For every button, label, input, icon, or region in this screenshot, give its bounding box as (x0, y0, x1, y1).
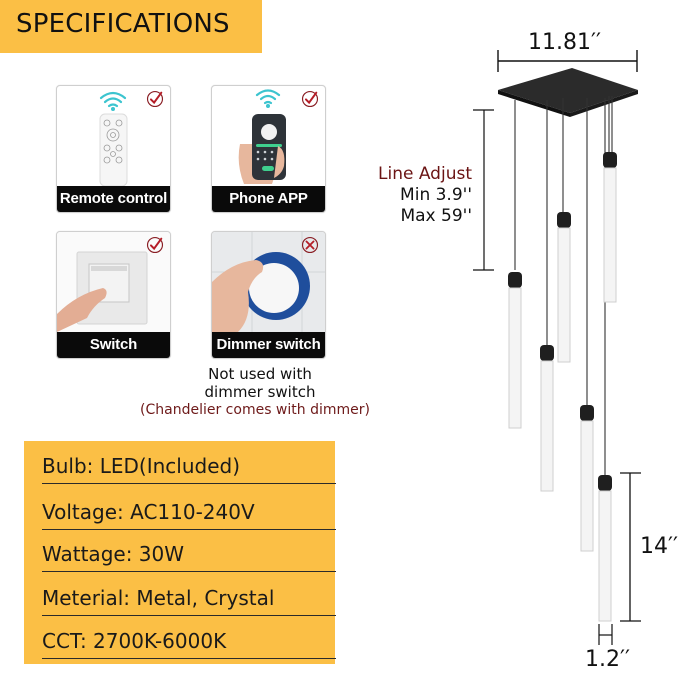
control-option-label: Remote control (57, 186, 170, 212)
check-circle-icon (146, 236, 164, 254)
spec-list: Bulb: LED(Included) Voltage: AC110-240V … (24, 441, 336, 664)
pendant-1 (508, 272, 522, 429)
tube-diameter-dimension-line (598, 624, 613, 645)
remote-control-image (57, 86, 170, 186)
pendant-tubes (508, 152, 617, 622)
line-adjust-min: Min 3.9'' (400, 185, 472, 205)
note-line-1: Not used with (208, 365, 312, 383)
wifi-icon (99, 91, 127, 108)
note-line-2: dimmer switch (204, 383, 316, 401)
line-adjust-title: Line Adjust (378, 164, 472, 184)
line-adjust-dimension-line (473, 109, 494, 271)
pendant-6 (598, 475, 612, 622)
dimmer-note: Not used with dimmer switch (Chandelier … (140, 365, 370, 419)
control-option-dimmer-switch: Dimmer switch (211, 231, 326, 359)
spec-wattage: Wattage: 30W (42, 541, 336, 572)
wall-switch-image (57, 232, 170, 332)
spec-cct: CCT: 2700K-6000K (42, 628, 336, 659)
control-option-phone-app: Phone APP (211, 85, 326, 213)
line-adjust-max: Max 59'' (400, 206, 472, 226)
pendant-4 (540, 345, 554, 492)
spec-bulb: Bulb: LED(Included) (42, 453, 336, 484)
check-circle-icon (301, 90, 319, 108)
tube-diameter-label: 1.2′′ (585, 647, 630, 672)
control-option-label: Dimmer switch (212, 332, 325, 358)
tube-length-label: 14′′ (640, 534, 678, 559)
dimmer-switch-image (212, 232, 325, 332)
x-circle-icon (301, 236, 319, 254)
tube-length-dimension-line (620, 472, 641, 622)
canopy-width-label: 11.81′′ (528, 30, 601, 55)
canopy-width-dimension-line (497, 50, 638, 72)
control-option-label: Phone APP (212, 186, 325, 212)
control-option-remote: Remote control (56, 85, 171, 213)
spec-material: Meterial: Metal, Crystal (42, 585, 336, 616)
line-adjust-label: Line Adjust Min 3.9'' Max 59'' (350, 164, 472, 227)
phone-app-image (212, 86, 325, 186)
specifications-banner: SPECIFICATIONS (0, 0, 262, 53)
page-title: SPECIFICATIONS (16, 9, 230, 39)
control-option-label: Switch (57, 332, 170, 358)
pendant-2 (557, 212, 571, 363)
control-option-switch: Switch (56, 231, 171, 359)
check-circle-icon (146, 90, 164, 108)
canopy (498, 68, 638, 117)
pendant-5 (580, 405, 594, 552)
pendant-3 (603, 152, 617, 303)
note-line-3: (Chandelier comes with dimmer) (140, 402, 370, 418)
spec-voltage: Voltage: AC110-240V (42, 499, 336, 530)
